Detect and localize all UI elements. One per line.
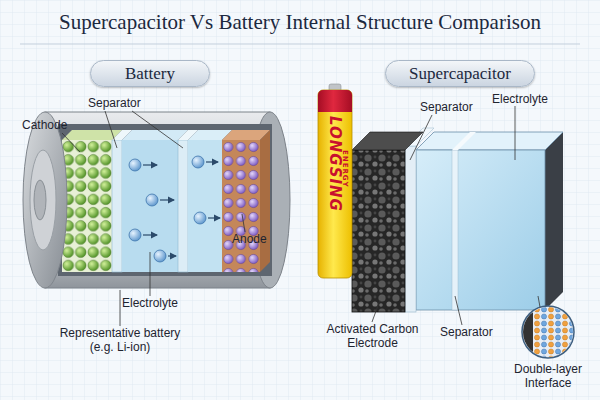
title-rule [20, 44, 580, 45]
cell-body [318, 90, 352, 278]
separator-panel [452, 150, 458, 310]
leader-line [455, 296, 462, 325]
inset-electrode [522, 306, 533, 358]
leader-line [242, 214, 245, 232]
battery-cavity [58, 124, 272, 276]
electrolyte-top [416, 132, 563, 150]
supercapacitor-cutaway [318, 84, 563, 312]
section-header: Battery [90, 60, 210, 87]
battery-cap [23, 112, 67, 288]
leader-line [120, 290, 121, 326]
separator-top [452, 132, 476, 150]
leader-line [538, 296, 540, 307]
brand-mark: ENERGY [341, 150, 349, 187]
battery-cap-ring [30, 150, 56, 250]
part-label: Representative battery (e.g. Li-ion) [50, 326, 190, 355]
ion [194, 212, 206, 224]
part-label: Separator [420, 100, 473, 114]
cathode-particles [62, 140, 112, 272]
part-label: Electrolyte [492, 92, 548, 106]
leader-line [410, 115, 432, 160]
supercapacitor-leaders [372, 106, 540, 325]
electrolyte-frame [545, 132, 563, 310]
electrolyte-volume [416, 150, 545, 310]
carbon-electrode [352, 150, 405, 312]
part-label: Electrolyte [122, 296, 178, 310]
part-label: Double-layer Interface [500, 362, 596, 391]
brand-mark: LONGSING [326, 116, 344, 212]
ion [192, 156, 204, 168]
part-label: Activated Carbon Electrode [320, 322, 425, 351]
cell-cap-band [318, 90, 352, 112]
double-layer-inset [522, 306, 576, 358]
separator-panel [405, 146, 416, 312]
battery-cutaway [23, 112, 290, 288]
part-label: Anode [232, 232, 267, 246]
leader-line [132, 111, 183, 148]
ion [146, 194, 158, 206]
electrolyte-layer [188, 140, 222, 272]
ion-arrow [160, 199, 174, 200]
ion-arrow [143, 234, 157, 235]
ion [154, 250, 166, 262]
leader-line [150, 252, 151, 296]
separator-layer [112, 140, 122, 272]
anode-side [260, 130, 270, 272]
cathode-layer [62, 140, 112, 272]
electrolyte-top [122, 130, 188, 140]
leader-line [105, 111, 117, 148]
ion [129, 159, 141, 171]
leader-line [515, 106, 516, 160]
ion-arrow [208, 217, 220, 218]
separator-layer [178, 140, 188, 272]
battery-leaders [62, 111, 245, 326]
leader-line [372, 300, 380, 322]
carbon-top [352, 132, 423, 150]
lithium-ions [129, 156, 220, 262]
part-label: Separator [440, 325, 493, 339]
header-text: Supercapacitor [409, 64, 511, 84]
section-header: Supercapacitor [385, 60, 535, 87]
leader-line [62, 133, 80, 152]
anode-particles [222, 140, 260, 272]
battery-shell [45, 112, 270, 288]
part-label: Separator [88, 96, 141, 110]
diagram-title: Supercapacitor Vs Battery Internal Struc… [0, 10, 600, 35]
ion-arrow [206, 161, 218, 162]
ion [129, 229, 141, 241]
anode-layer [222, 140, 260, 272]
battery-terminal [34, 180, 46, 220]
ion-arrow [143, 164, 157, 165]
header-text: Battery [125, 64, 175, 84]
inset-ions [534, 306, 576, 358]
ion-arrow [168, 255, 176, 256]
part-label: Cathode [22, 118, 67, 132]
